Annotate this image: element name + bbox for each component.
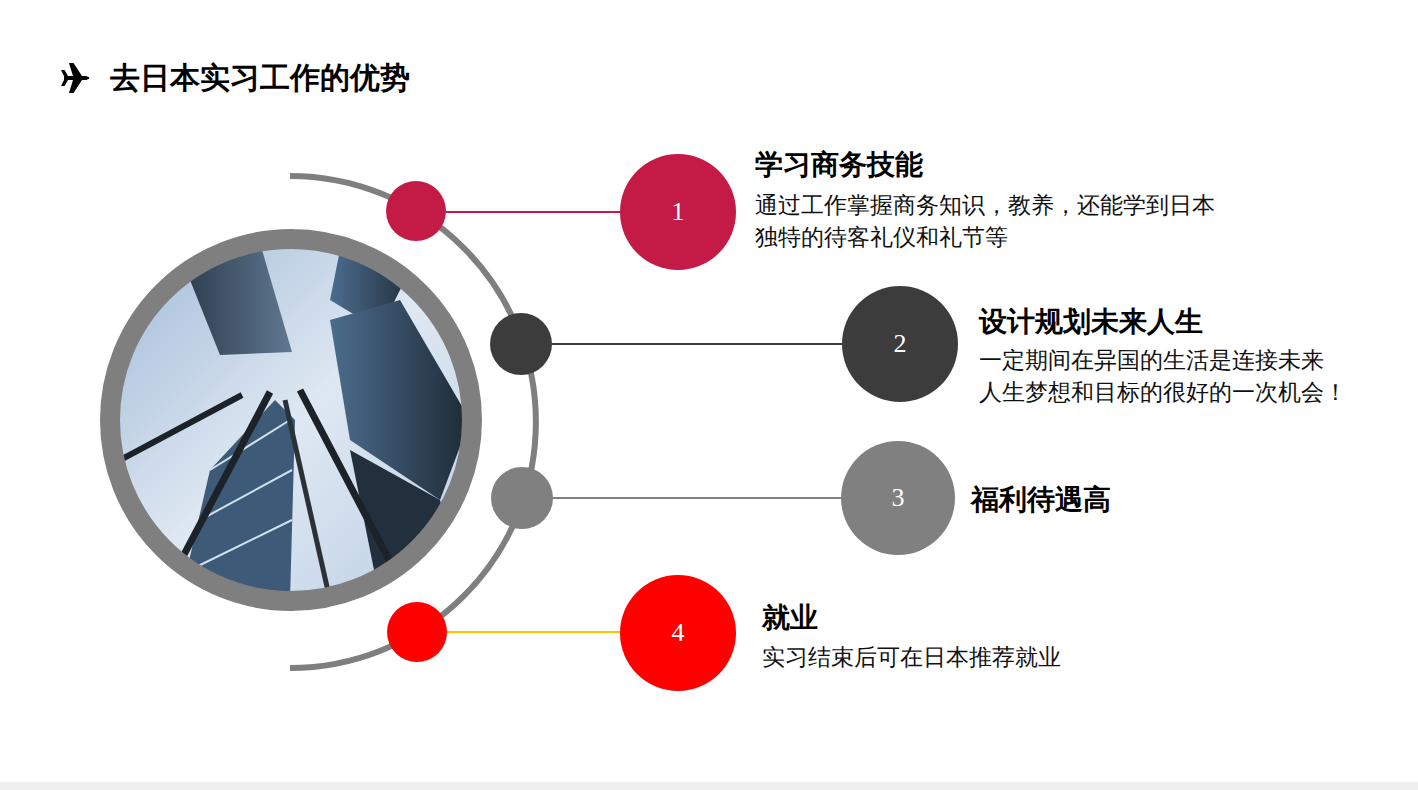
number-circle: 3福利待遇高 (841, 441, 955, 555)
number-circle: 4就业实习结束后可在日本推荐就业 (620, 575, 736, 691)
photo-ring (110, 239, 472, 601)
item-description: 一定期间在异国的生活是连接未来 人生梦想和目标的很好的一次机会！ (979, 344, 1350, 408)
callout-number: 3 (841, 441, 955, 555)
callout-number: 1 (620, 154, 736, 270)
arc-dot (387, 602, 447, 662)
item-heading: 设计规划未来人生 (979, 304, 1350, 340)
text-column: 学习商务技能通过工作掌握商务知识，教养，还能学到日本 独特的待客礼仪和礼节等 (755, 147, 1230, 253)
callout-number: 4 (620, 575, 736, 691)
leader-line (447, 631, 622, 633)
page-title: 去日本实习工作的优势 (110, 58, 410, 98)
text-column: 福利待遇高 (971, 482, 1371, 518)
number-circle: 2设计规划未来人生一定期间在异国的生活是连接未来 人生梦想和目标的很好的一次机会… (842, 286, 958, 402)
arc-dot (491, 467, 553, 529)
city-photo (110, 240, 480, 610)
item-description: 通过工作掌握商务知识，教养，还能学到日本 独特的待客礼仪和礼节等 (755, 189, 1230, 253)
number-circle: 1学习商务技能通过工作掌握商务知识，教养，还能学到日本 独特的待客礼仪和礼节等 (620, 154, 736, 270)
text-column: 设计规划未来人生一定期间在异国的生活是连接未来 人生梦想和目标的很好的一次机会！ (979, 304, 1350, 408)
leader-line (552, 343, 844, 345)
leader-line (446, 211, 622, 213)
leader-line (553, 497, 844, 499)
item-heading: 就业 (762, 600, 1182, 636)
airplane-icon (61, 63, 90, 93)
callout-number: 2 (842, 286, 958, 402)
arc-dot (386, 181, 446, 241)
footer-band (0, 782, 1418, 790)
item-heading: 学习商务技能 (755, 147, 1230, 183)
item-heading: 福利待遇高 (971, 482, 1371, 518)
item-description: 实习结束后可在日本推荐就业 (762, 641, 1182, 673)
arc-dot (490, 313, 552, 375)
text-column: 就业实习结束后可在日本推荐就业 (762, 600, 1182, 673)
